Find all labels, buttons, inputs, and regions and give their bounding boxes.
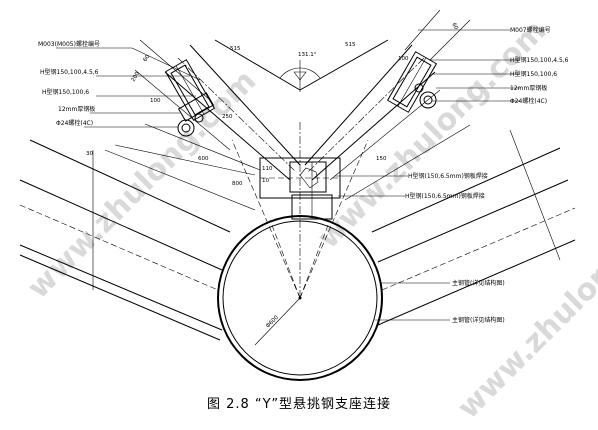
y-arms: 131.1° [164,39,436,181]
dim-60-right: 60 [450,22,459,31]
right-beam-dash [381,207,576,291]
dim-600: 600 [198,156,209,162]
left-beam-top [29,139,231,233]
dim-100-a: 100 [150,98,161,104]
dim-515-left: 515 [230,46,241,52]
dim-line-l5 [114,144,256,176]
main-pipe: Φ600 [217,120,383,381]
pipe-diameter-label: Φ600 [265,314,280,329]
node-inner [289,161,327,193]
left-arm-axis [177,57,297,173]
watermark-text-3: www.zhulong.com [451,183,598,425]
left-diagonal-members [19,139,231,341]
dim-line-r2 [429,19,471,61]
label-left-4: 12mm厚钢板 [58,105,95,113]
right-bracket-axis [397,57,427,107]
label-centre-2: H型钢(150,6.5mm)钢板焊接 [405,192,485,200]
pipe-radial-r2 [299,219,331,299]
dim-10: 10 [262,178,269,184]
label-right-1: M007螺栓编号 [510,26,551,34]
right-beam-top [371,147,561,233]
right-diagonal-members [371,147,576,326]
dim-30: 30 [86,151,93,157]
angle-mark [293,71,307,81]
left-bolt-2 [194,113,204,123]
left-bolt-outer [177,119,195,137]
label-right-2: H型钢150,100,4.5,6 [510,56,569,64]
label-right-4: 12mm厚钢板 [510,84,547,92]
label-left-2: H型钢150,100,4.5,6 [40,68,99,76]
pipe-annotations: 主钢管(详见结构图) 主钢管(详见结构图) [375,279,505,324]
watermark-text-1: www.zhulong.com [21,63,263,305]
dim-60-left: 60 [143,54,152,63]
dim-line-l6 [144,123,261,171]
right-arm-inner [311,71,436,181]
label-pipe-2: 主钢管(详见结构图) [452,316,505,324]
label-left-1: M003(M005)螺栓编号 [38,40,100,48]
left-beam-mid [19,179,223,271]
label-right-3: H型钢150,100,6 [510,70,557,78]
v-left-edge [214,39,301,91]
leader-l1b [131,47,201,81]
left-bracket-axis [175,65,205,115]
watermark-text-2: www.zhulong.com [311,13,553,255]
right-beam-bottom [377,239,576,326]
right-bolt-outer [419,91,437,109]
right-beam-mid [377,179,569,263]
pipe-radial-l2 [269,219,301,299]
dim-line-r3 [329,89,441,181]
label-left-5: Φ24螺栓(4C) [56,119,93,127]
dim-515-right: 515 [345,42,356,48]
left-dimensions: 515 60 200 250 100 600 800 110 10 30 [86,39,273,290]
dim-110: 110 [262,166,273,172]
right-arm-axis [307,57,425,173]
label-left-3: H型钢150,100,6 [42,88,89,96]
right-dimensions: 515 60 100 150 [329,9,561,261]
label-right-5: Φ24螺栓(4C) [510,97,547,105]
right-bracket [386,51,438,113]
dim-200: 200 [131,70,142,83]
dim-line-l3 [104,149,256,211]
dim-150: 150 [376,156,387,162]
right-annotations: M007螺栓编号 H型钢150,100,4.5,6 H型钢150,100,6 1… [418,26,569,105]
centre-annotations: H型钢(150,6.5mm)钢板焊接 H型钢(150,6.5mm)钢板焊接 [335,172,488,200]
pipe-center-dot [298,296,302,300]
v-right-edge [299,39,389,91]
node-weld-mark [299,167,319,189]
left-arm-inner [164,71,291,181]
dim-100-b: 100 [398,56,409,62]
dim-line-r4 [344,124,471,201]
figure-caption: 图 2.8 “Y”型悬挑钢支座连接 [206,397,392,412]
left-bolt-inner [181,123,191,133]
left-beam-bottom [19,244,223,331]
left-annotations: M003(M005)螺栓编号 H型钢150,100,4.5,6 H型钢150,1… [38,40,201,128]
dim-line-l2 [134,69,231,151]
label-centre-1: H型钢(150,6.5mm)钢板焊接 [408,172,488,180]
dim-800: 800 [232,181,243,187]
label-pipe-1: 主钢管(详见结构图) [452,279,505,287]
pipe-diameter-dim [254,297,301,346]
right-bolt-inner [423,95,433,105]
angle-label: 131.1° [298,52,317,58]
pipe-radial-l [231,139,301,299]
pipe-radial-r [299,139,369,299]
right-bolt-2 [414,83,424,93]
dim-line-r5 [509,129,561,261]
dim-250: 250 [222,114,233,120]
centre-node [259,157,341,220]
left-base-plate [177,92,215,122]
left-beam-bottom2 [19,254,221,341]
dim-line-l1 [139,39,211,101]
left-arm-outer [189,44,301,166]
right-arm-outer [304,44,413,166]
